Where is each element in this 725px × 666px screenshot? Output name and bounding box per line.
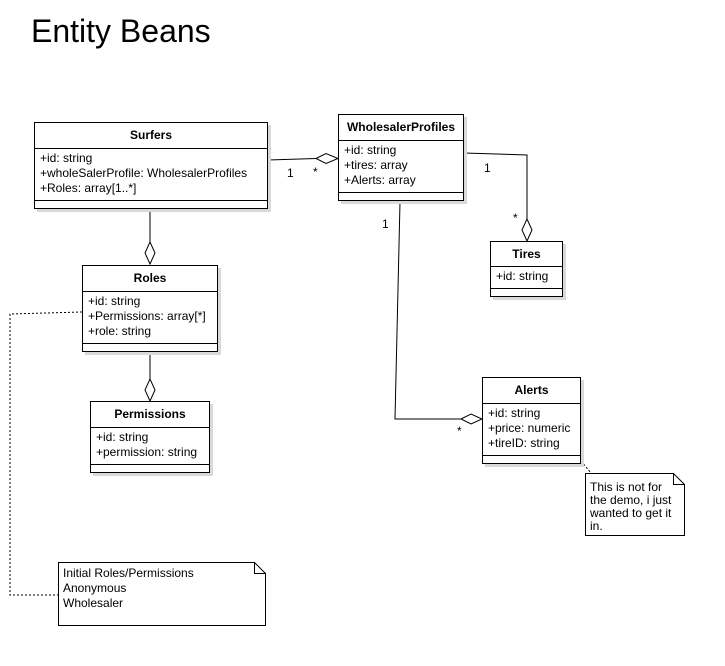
class-roles-operations	[83, 344, 217, 351]
note-line: the demo, i just	[590, 493, 672, 507]
wp-alerts-aggregation-diamond	[459, 413, 484, 425]
class-permissions-attributes: +id: string +permission: string	[91, 428, 209, 465]
class-alerts-name: Alerts	[483, 378, 580, 404]
class-permissions-operations	[91, 465, 209, 472]
surfers-wp-aggregation-diamond	[314, 152, 340, 165]
surfers-attr: +Roles: array[1..*]	[40, 181, 137, 195]
class-permissions[interactable]: Permissions +id: string +permission: str…	[90, 401, 210, 473]
wholesalerprofiles-attr: +Alerts: array	[344, 173, 416, 187]
note-line: in.	[590, 519, 603, 533]
note-alerts-text: This is not for the demo, i just wanted …	[590, 477, 681, 533]
class-tires[interactable]: Tires +id: string	[490, 241, 563, 297]
note-shape	[58, 562, 266, 626]
multiplicity-surfers-wp-many: *	[313, 165, 318, 179]
wholesalerprofiles-attr: +tires: array	[344, 158, 408, 172]
class-tires-attributes: +id: string	[491, 267, 562, 289]
alerts-attr: +id: string	[488, 406, 541, 420]
roles-note-link	[9, 311, 83, 596]
class-surfers-name: Surfers	[35, 123, 267, 149]
note-line: This is not for	[590, 480, 663, 494]
class-wholesalerprofiles-operations	[339, 193, 463, 200]
note-roles-permissions[interactable]: Initial Roles/Permissions Anonymous Whol…	[58, 562, 266, 626]
wp-alerts-association	[394, 201, 461, 420]
note-line: wanted to get it	[590, 506, 672, 520]
permissions-attr: +permission: string	[96, 445, 198, 459]
class-surfers[interactable]: Surfers +id: string +wholeSalerProfile: …	[34, 122, 268, 209]
roles-attr: +id: string	[88, 294, 141, 308]
roles-attr: +role: string	[88, 324, 152, 338]
note-line: Wholesaler	[63, 596, 124, 610]
multiplicity-wp-alerts-many: *	[457, 424, 462, 438]
roles-permissions-aggregation-diamond	[144, 377, 156, 403]
permissions-attr: +id: string	[96, 430, 149, 444]
class-surfers-operations	[35, 201, 267, 208]
wp-tires-aggregation-diamond	[521, 217, 533, 243]
class-roles-name: Roles	[83, 266, 217, 292]
class-surfers-attributes: +id: string +wholeSalerProfile: Wholesal…	[35, 149, 267, 201]
note-shape	[585, 473, 685, 536]
note-roles-text: Initial Roles/Permissions Anonymous Whol…	[63, 566, 262, 611]
surfers-attr: +wholeSalerProfile: WholesalerProfiles	[40, 166, 248, 180]
roles-attr: +Permissions: array[*]	[88, 309, 206, 323]
class-alerts-operations	[483, 456, 580, 463]
note-alerts[interactable]: This is not for the demo, i just wanted …	[585, 473, 685, 536]
multiplicity-wp-tires-many: *	[513, 211, 518, 225]
class-wholesalerprofiles[interactable]: WholesalerProfiles +id: string +tires: a…	[338, 114, 464, 201]
class-tires-name: Tires	[491, 242, 562, 267]
class-permissions-name: Permissions	[91, 402, 209, 428]
multiplicity-wp-alerts-one: 1	[382, 217, 389, 231]
surfers-attr: +id: string	[40, 151, 93, 165]
tires-attr: +id: string	[496, 269, 549, 283]
wp-tires-association	[463, 152, 528, 220]
class-alerts[interactable]: Alerts +id: string +price: numeric +tire…	[482, 377, 581, 464]
class-wholesalerprofiles-name: WholesalerProfiles	[339, 115, 463, 141]
alerts-attr: +price: numeric	[488, 421, 571, 435]
wholesalerprofiles-attr: +id: string	[344, 143, 397, 157]
surfers-roles-aggregation-diamond	[144, 240, 156, 266]
note-line: Initial Roles/Permissions	[63, 566, 194, 580]
class-tires-operations	[491, 289, 562, 296]
class-roles[interactable]: Roles +id: string +Permissions: array[*]…	[82, 265, 218, 352]
class-wholesalerprofiles-attributes: +id: string +tires: array +Alerts: array	[339, 141, 463, 193]
note-line: Anonymous	[63, 581, 127, 595]
surfers-wp-association	[267, 158, 317, 161]
multiplicity-wp-tires-one: 1	[484, 161, 491, 175]
class-roles-attributes: +id: string +Permissions: array[*] +role…	[83, 292, 217, 344]
alerts-note-link	[580, 460, 592, 474]
alerts-attr: +tireID: string	[488, 436, 560, 450]
class-alerts-attributes: +id: string +price: numeric +tireID: str…	[483, 404, 580, 456]
page-title: Entity Beans	[31, 13, 211, 49]
multiplicity-surfers-wp-one: 1	[287, 166, 294, 180]
